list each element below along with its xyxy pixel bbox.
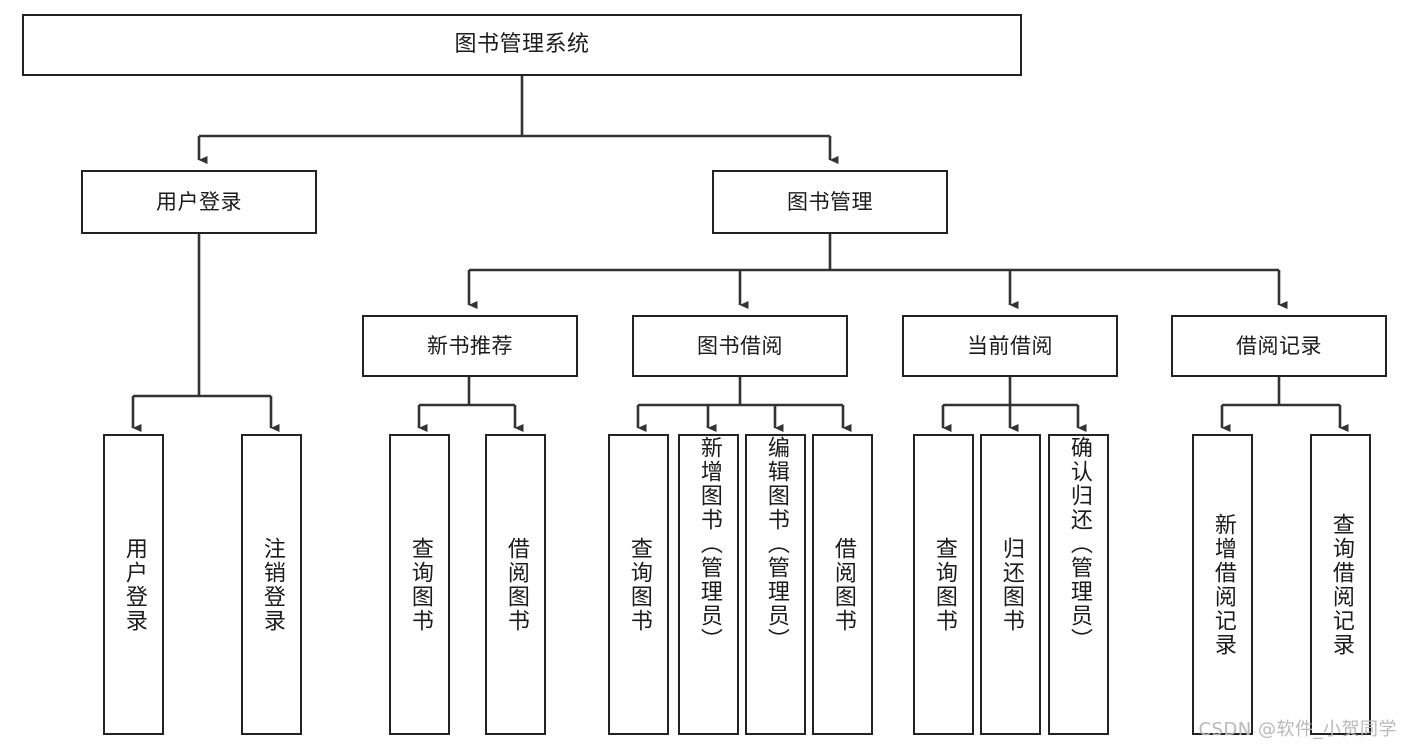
node-label: 查询图书: [407, 536, 433, 633]
leaf-borrow-book-recommend[interactable]: 借阅图书: [485, 434, 546, 735]
leaf-return-book[interactable]: 归还图书: [980, 434, 1041, 735]
node-label: 查询图书: [931, 536, 957, 633]
node-label: 用户登录: [121, 536, 147, 633]
leaf-query-book-current[interactable]: 查询图书: [913, 434, 974, 735]
leaf-query-borrow-record[interactable]: 查询借阅记录: [1310, 434, 1371, 735]
leaf-add-borrow-record[interactable]: 新增借阅记录: [1192, 434, 1253, 735]
node-label: 查询图书: [626, 536, 652, 633]
node-label: 图书管理: [787, 189, 873, 214]
node-label: 查询借阅记录: [1328, 512, 1354, 657]
node-label: 新增图书（管理员）: [696, 436, 722, 652]
node-label: 图书管理系统: [454, 32, 590, 58]
node-book-borrow[interactable]: 图书借阅: [632, 315, 848, 377]
node-label: 借阅图书: [830, 536, 856, 633]
leaf-query-book-borrow[interactable]: 查询图书: [608, 434, 669, 735]
leaf-confirm-return-admin[interactable]: 确认归还（管理员）: [1048, 434, 1109, 735]
node-label: 用户登录: [156, 189, 242, 214]
node-label: 编辑图书（管理员）: [763, 436, 789, 652]
node-book-management[interactable]: 图书管理: [712, 170, 948, 234]
leaf-borrow-book-borrow[interactable]: 借阅图书: [812, 434, 873, 735]
leaf-logout-login[interactable]: 注销登录: [241, 434, 302, 735]
node-label: 借阅记录: [1236, 333, 1322, 358]
node-label: 新增借阅记录: [1210, 512, 1236, 657]
node-label: 图书借阅: [697, 333, 783, 358]
node-borrow-record[interactable]: 借阅记录: [1171, 315, 1387, 377]
leaf-edit-book-admin[interactable]: 编辑图书（管理员）: [745, 434, 806, 735]
leaf-add-book-admin[interactable]: 新增图书（管理员）: [678, 434, 739, 735]
node-label: 确认归还（管理员）: [1066, 436, 1092, 652]
node-label: 注销登录: [259, 536, 285, 633]
leaf-query-book-recommend[interactable]: 查询图书: [389, 434, 450, 735]
node-label: 归还图书: [998, 536, 1024, 633]
node-root-book-management-system[interactable]: 图书管理系统: [22, 14, 1022, 76]
node-label: 当前借阅: [967, 333, 1053, 358]
leaf-user-login[interactable]: 用户登录: [103, 434, 164, 735]
node-label: 借阅图书: [503, 536, 529, 633]
node-current-borrow[interactable]: 当前借阅: [902, 315, 1118, 377]
node-user-login[interactable]: 用户登录: [81, 170, 317, 234]
watermark-text: CSDN @软件_小贺同学: [1198, 719, 1397, 740]
node-new-book-recommend[interactable]: 新书推荐: [362, 315, 578, 377]
node-label: 新书推荐: [427, 333, 513, 358]
